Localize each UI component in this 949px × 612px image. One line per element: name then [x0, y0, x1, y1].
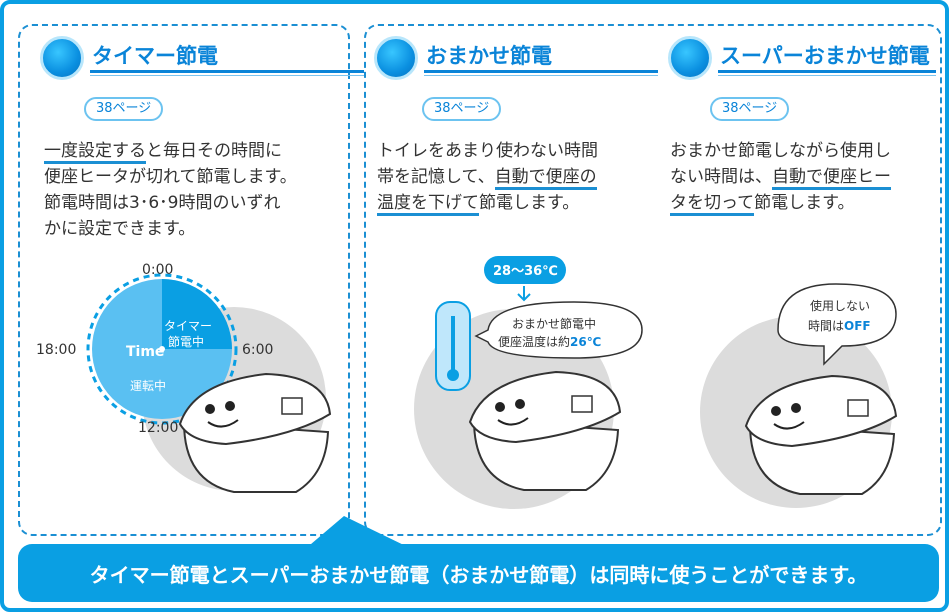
blue-circle-icon	[40, 36, 84, 80]
heading-underline-thin	[90, 75, 370, 76]
callout-pointer	[304, 516, 414, 550]
heading-underline-thin	[718, 75, 936, 76]
blue-circle-icon	[374, 36, 418, 80]
super-auto-saving-description: おまかせ節電しながら使用し ない時間は、自動で便座ヒー タを切って節電します。	[670, 138, 891, 216]
desc-line: 帯を記憶して、自動で便座の	[377, 164, 598, 190]
auto-saving-illustration: 28～36℃ おまかせ節電中 便座温度は約26℃	[414, 256, 643, 509]
desc-line: 温度を下げて節電します。	[377, 190, 598, 216]
bottom-banner: タイマー節電とスーパーおまかせ節電（おまかせ節電）は同時に使うことができます。	[18, 544, 939, 602]
clock-center	[159, 346, 165, 352]
bubble-line1: おまかせ節電中	[512, 316, 596, 331]
toilet-icon	[744, 374, 898, 495]
timer-page-ref-link[interactable]: 38ページ	[84, 97, 164, 121]
super-auto-saving-illustration: 使用しない 時間はOFF	[700, 283, 898, 508]
desc-line: トイレをあまり使わない時間	[377, 141, 598, 161]
blue-circle-icon	[668, 36, 712, 80]
toilet-icon	[468, 370, 622, 491]
timer-segment	[162, 279, 232, 349]
bubble-line2-prefix: 便座温度は約	[498, 334, 570, 349]
temp-range-badge	[484, 256, 566, 284]
down-arrow-icon	[517, 286, 531, 302]
bubble-line2-value: OFF	[844, 319, 871, 333]
desc-highlight: 自動で便座の	[494, 167, 597, 190]
auto-saving-description: トイレをあまり使わない時間 帯を記憶して、自動で便座の 温度を下げて節電します。	[377, 138, 598, 216]
heading-underline	[90, 70, 370, 73]
desc-highlight: 温度を下げて	[377, 193, 479, 216]
desc-line: 一度設定すると毎日その時間に	[44, 138, 297, 164]
timer-saving-title: タイマー節電	[92, 44, 218, 68]
desc-line: タを切って節電します。	[670, 190, 891, 216]
desc-text: 節電します。	[754, 193, 855, 213]
super-page-ref-link[interactable]: 38ページ	[710, 97, 790, 121]
clock-label-bottom: 12:00	[138, 420, 178, 436]
speech-bubble	[777, 283, 897, 366]
clock-label-left: 18:00	[36, 342, 76, 358]
clock-segment-running: 運転中	[130, 378, 166, 393]
bubble-line2-value: 26℃	[570, 335, 601, 349]
temp-range-label: 28～36℃	[493, 264, 558, 279]
bubble-line2-prefix: 時間は	[808, 319, 844, 333]
desc-highlight: タを切って	[670, 193, 755, 216]
desc-text: 帯を記憶して、	[377, 167, 495, 187]
desc-line: 節電時間は3･6･9時間のいずれ	[44, 193, 281, 213]
thermometer-bulb	[447, 369, 459, 381]
desc-highlight: 一度設定する	[44, 141, 146, 164]
desc-text: ない時間は、	[670, 167, 772, 187]
clock-segment-timer: タイマー	[164, 319, 212, 333]
desc-highlight: 自動で便座ヒー	[772, 167, 891, 190]
heading-underline-thin	[424, 75, 658, 76]
desc-text: 節電します。	[479, 193, 580, 213]
auto-page-ref-link[interactable]: 38ページ	[422, 97, 502, 121]
heading-underline	[718, 70, 936, 73]
clock-segment-saving: 節電中	[168, 334, 204, 349]
desc-line: 便座ヒータが切れて節電します。	[44, 167, 297, 187]
super-auto-saving-title: スーパーおまかせ節電	[720, 44, 930, 68]
desc-line: ない時間は、自動で便座ヒー	[670, 164, 891, 190]
clock-label-top: 0:00	[142, 262, 173, 278]
speech-bubble	[474, 301, 643, 359]
bubble-line2: 時間はOFF	[808, 319, 871, 333]
clock-dashed-ring	[86, 273, 238, 425]
desc-line: おまかせ節電しながら使用し	[670, 141, 891, 161]
bubble-line1: 使用しない	[810, 298, 870, 313]
clock-label-right: 6:00	[242, 342, 273, 358]
timer-saving-description: 一度設定すると毎日その時間に 便座ヒータが切れて節電します。 節電時間は3･6･…	[44, 138, 297, 242]
timer-clock-illustration: 0:00 6:00 12:00 18:00 Time タイマー 節電中 運転中	[36, 262, 332, 493]
desc-text: と毎日その時間に	[146, 141, 282, 161]
toilet-icon	[178, 372, 332, 493]
bubble-line2: 便座温度は約26℃	[498, 334, 601, 349]
heading-underline	[424, 70, 658, 73]
clock-center-label: Time	[126, 344, 164, 360]
auto-saving-title: おまかせ節電	[426, 44, 552, 68]
desc-line: かに設定できます。	[44, 219, 196, 239]
